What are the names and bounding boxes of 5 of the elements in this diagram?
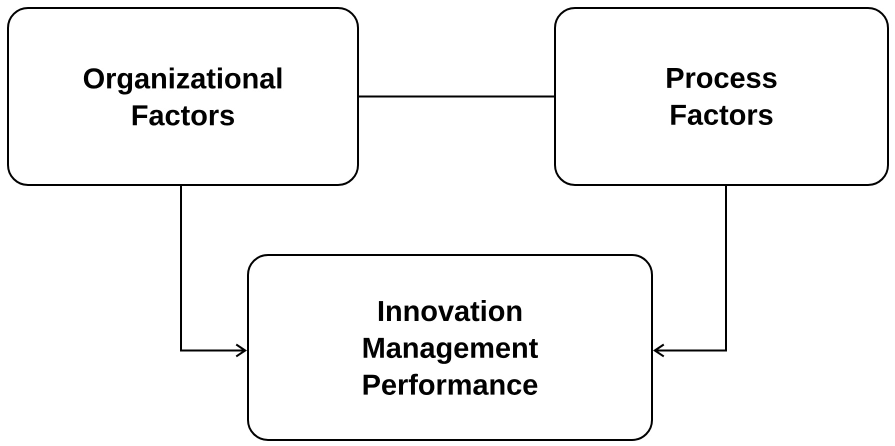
- arrow: [180, 186, 247, 358]
- process-box: Innovation Management Performance: [247, 254, 653, 441]
- arrow: [653, 186, 727, 358]
- process-box: Organizational Factors: [7, 7, 359, 186]
- process-box: Process Factors: [554, 7, 889, 186]
